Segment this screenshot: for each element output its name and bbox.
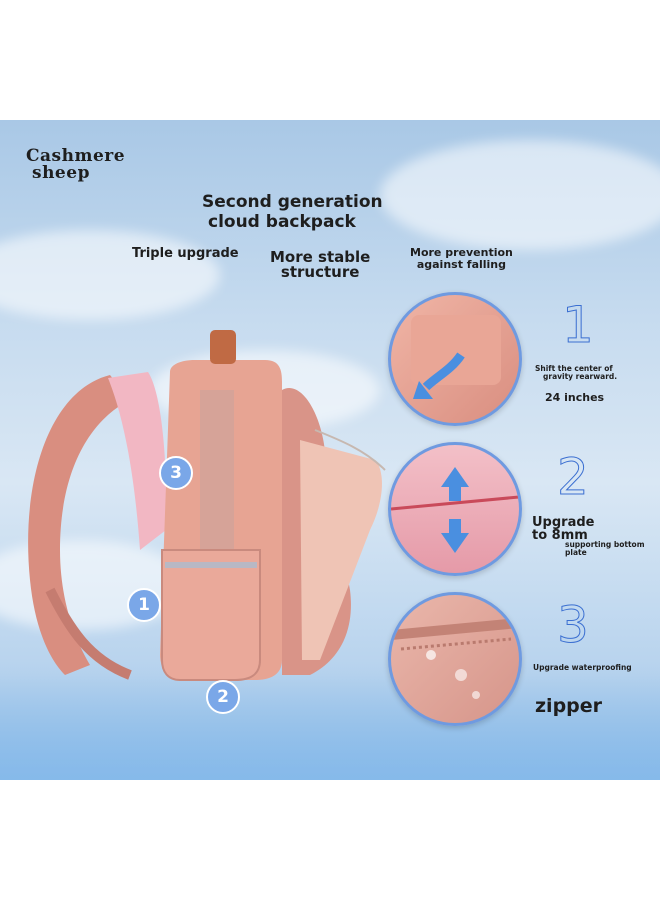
brand-name: Cashmere sheep xyxy=(26,148,125,182)
product-banner: Cashmere sheep Second generation cloud b… xyxy=(0,120,660,780)
up-down-arrow-icon xyxy=(391,467,519,553)
brand-line-1: Cashmere xyxy=(26,146,126,166)
water-surface xyxy=(0,675,660,780)
headline: Second generation cloud backpack xyxy=(202,192,383,232)
badge-2: 2 xyxy=(206,680,240,714)
callout-2-line-1: supporting bottom xyxy=(565,540,645,549)
feature-triple-upgrade: Triple upgrade xyxy=(132,246,239,261)
feature-stable-line-1: More stable xyxy=(270,248,371,266)
callout-2-title: Upgrade to 8mm xyxy=(532,516,594,542)
feature-stable-line-2: structure xyxy=(280,263,360,281)
headline-line-2: cloud backpack xyxy=(208,212,356,232)
feature-prevention-line-2: against falling xyxy=(416,258,507,271)
backpack-illustration xyxy=(28,330,386,681)
callout-number-2: 2 xyxy=(557,448,590,506)
cloud xyxy=(0,230,220,320)
reflective-strip xyxy=(165,562,257,568)
callout-1-text: Shift the center of gravity rearward. xyxy=(535,365,617,381)
webbing-strip xyxy=(200,390,234,570)
feature-prevention: More prevention against falling xyxy=(410,247,513,271)
feature-stable-structure: More stable structure xyxy=(270,250,370,280)
callout-2-title-line-2: to 8mm xyxy=(532,528,588,543)
callout-1-line-1: Shift the center of xyxy=(535,364,613,373)
support-rod xyxy=(314,429,386,471)
inner-lining xyxy=(300,440,382,660)
strap-buckle xyxy=(45,587,132,680)
detail-circle-zipper xyxy=(388,592,522,726)
badge-1: 1 xyxy=(127,588,161,622)
back-panel xyxy=(108,372,167,550)
callout-2-line-2: plate xyxy=(565,548,587,557)
badge-3: 3 xyxy=(159,456,193,490)
callout-3-text: Upgrade waterproofing xyxy=(533,663,632,672)
headline-line-1: Second generation xyxy=(202,192,383,212)
callout-number-1: 1 xyxy=(562,296,595,354)
callout-3-zipper: zipper xyxy=(535,695,603,717)
callout-number-3: 3 xyxy=(557,596,590,654)
detail-circle-plate xyxy=(388,442,522,576)
callout-2-title-line-1: Upgrade xyxy=(532,515,595,530)
top-handle xyxy=(210,330,236,364)
callout-1-size: 24 inches xyxy=(545,391,605,404)
brand-line-2: sheep xyxy=(32,163,90,183)
callout-1-line-2: gravity rearward. xyxy=(543,372,618,381)
detail-circle-gravity xyxy=(388,292,522,426)
feature-prevention-line-1: More prevention xyxy=(410,246,513,259)
callout-2-text: supporting bottom plate xyxy=(565,541,645,557)
cloud xyxy=(380,140,660,250)
zipper-icon xyxy=(391,618,519,699)
arrow-curve-icon xyxy=(411,315,501,399)
side-pocket xyxy=(161,549,261,681)
